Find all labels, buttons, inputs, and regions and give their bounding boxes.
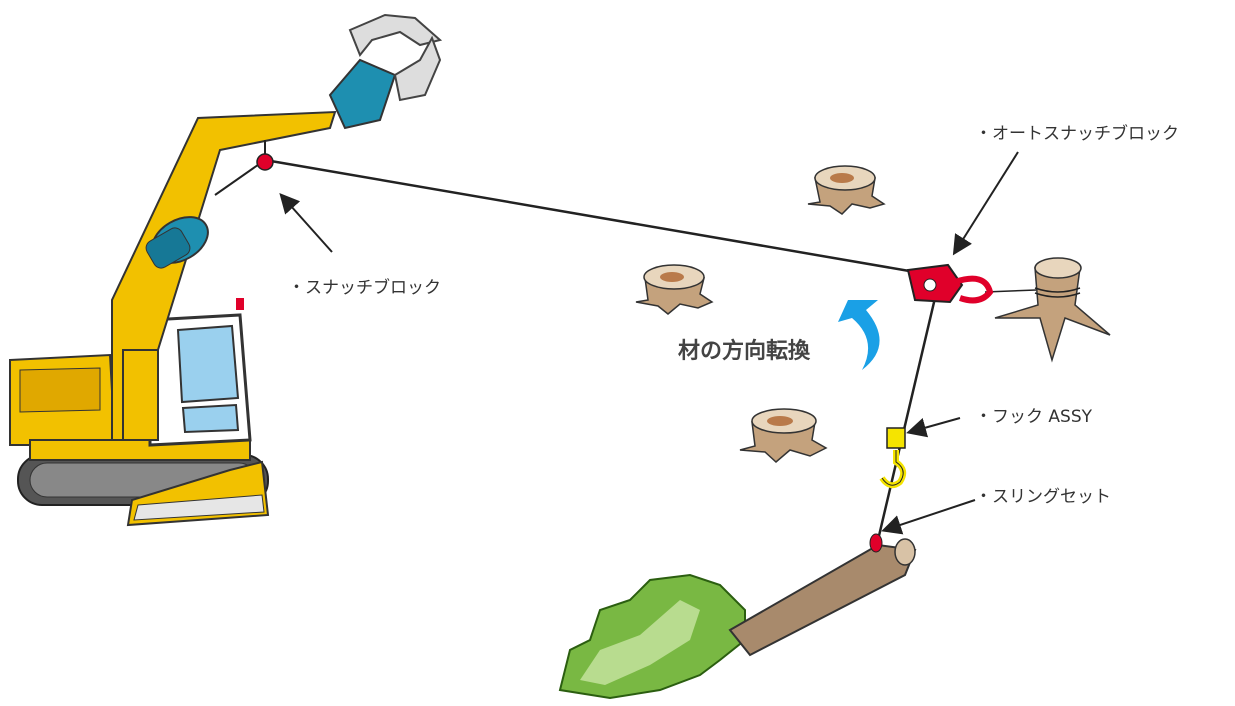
caption-direction-change: 材の方向転換	[678, 338, 811, 364]
snatch-block-icon	[256, 140, 274, 171]
label-hook-assy: ・フック ASSY	[975, 407, 1093, 427]
anchor-stump-icon	[984, 257, 1111, 363]
sling-icon	[869, 533, 883, 553]
label-sling-set: ・スリングセット	[975, 487, 1111, 507]
winch-cable	[214, 158, 937, 541]
excavator-grapple-icon	[9, 13, 443, 527]
stump-icon	[739, 408, 828, 464]
hook-icon	[879, 427, 907, 489]
auto-snatch-block-icon	[906, 263, 994, 304]
stump-icon	[635, 264, 714, 315]
label-auto-snatch-block: ・オートスナッチブロック	[975, 123, 1179, 144]
rotate-arrow-icon	[838, 300, 880, 370]
leader-lines	[279, 151, 1019, 535]
tree-icon	[558, 538, 917, 700]
label-snatch-block: ・スナッチブロック	[288, 277, 441, 298]
stump-icon	[807, 165, 886, 215]
